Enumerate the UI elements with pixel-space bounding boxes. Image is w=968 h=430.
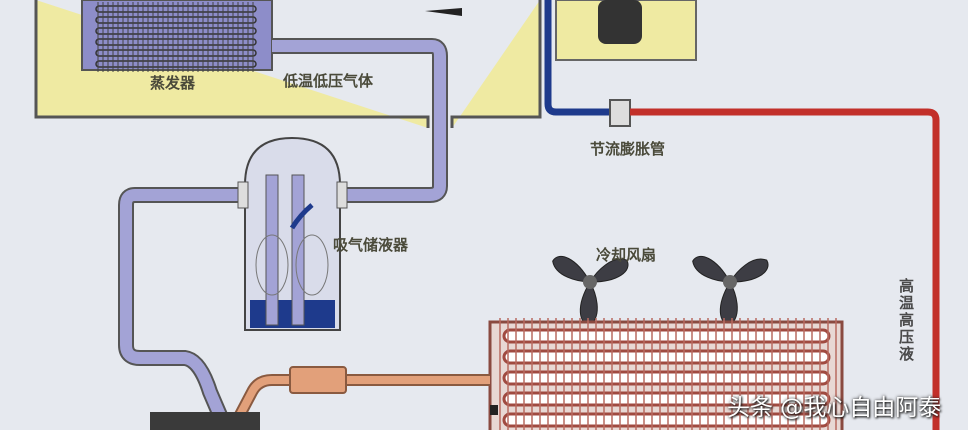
blower-motor [598,0,642,44]
suction-pipe-lower [118,187,250,424]
airflow-arrow-icon [425,8,462,16]
expansion-tube [609,99,631,127]
evaporator [81,0,273,72]
watermark: 头条 @我心自由阿泰 [727,395,942,421]
condenser [488,318,844,430]
evaporator-label: 蒸发器 [150,74,196,92]
high-pressure-pipe [630,108,940,430]
high-temp-liquid-label: 高温高压液 [897,278,915,363]
low-temp-gas-label: 低温低压气体 [283,72,374,90]
cooling-fan-icon [692,256,769,326]
cooling-fan-icon [552,256,629,326]
compressor [150,412,260,430]
accumulator [237,136,348,331]
liquid-line-blue [544,0,612,116]
cooling-fans-label: 冷却风扇 [596,246,657,264]
muffler [289,366,347,394]
accumulator-label: 吸气储液器 [333,236,409,254]
discharge-pipe [226,374,490,430]
expansion-tube-label: 节流膨胀管 [590,140,666,158]
cabin-box [34,0,542,128]
